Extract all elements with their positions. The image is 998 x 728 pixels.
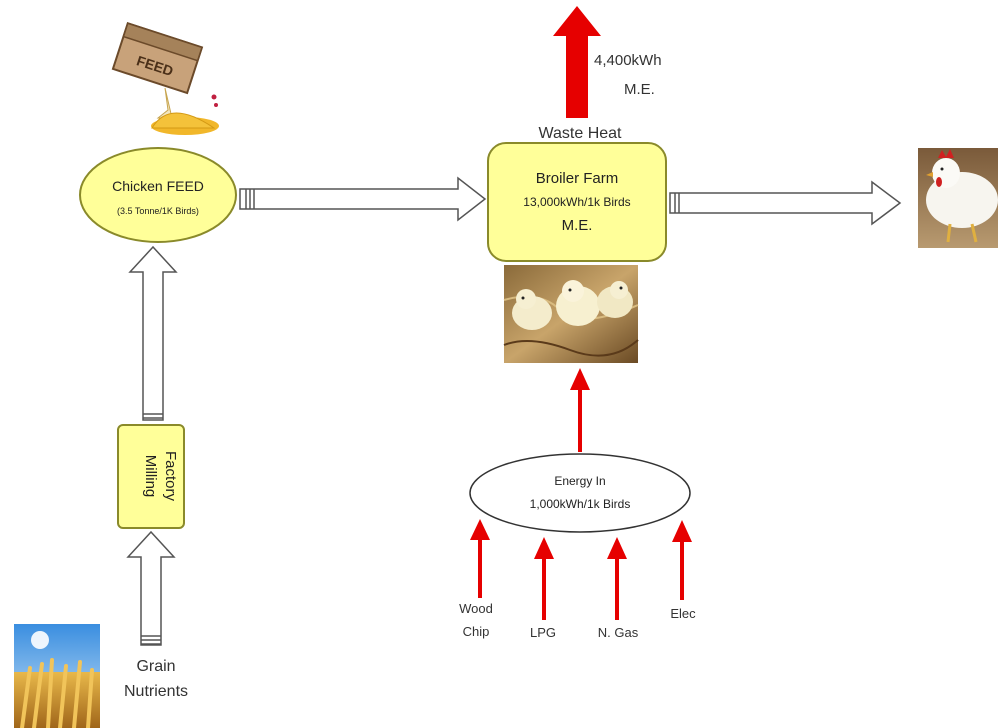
broiler-farm-box xyxy=(487,142,667,262)
chicken-feed-ellipse xyxy=(79,147,237,243)
source-label-wood: Wood xyxy=(459,601,493,616)
lpg-arrow xyxy=(534,537,554,620)
energy-in-value: 1,000kWh/1k Birds xyxy=(530,497,631,511)
chicken-feed-subtitle: (3.5 Tonne/1K Birds) xyxy=(117,206,199,216)
broiler-farm-title: Broiler Farm xyxy=(536,170,619,187)
electricity-arrow xyxy=(672,520,692,600)
waste-heat-label: Waste Heat xyxy=(539,125,623,142)
hollow-arrow-feed-to-farm xyxy=(239,176,487,222)
grain-label-1: Grain xyxy=(136,658,175,675)
milling-factory-node: Milling Factory xyxy=(117,424,185,529)
chicken-image xyxy=(918,148,998,248)
broiler-farm-node: Broiler Farm 13,000kWh/1k Birds M.E. xyxy=(487,142,667,262)
chicken-feed-title: Chicken FEED xyxy=(112,178,204,194)
energy-in-ellipse xyxy=(469,453,691,533)
source-label-ngas: N. Gas xyxy=(598,625,639,640)
hollow-arrow-farm-to-chicken xyxy=(669,180,902,226)
natural-gas-arrow xyxy=(607,537,627,620)
hollow-arrow-grain-to-milling xyxy=(126,530,176,646)
broiler-farm-energy: 13,000kWh/1k Birds xyxy=(523,195,630,209)
wood-chip-arrow xyxy=(470,519,490,598)
waste-heat-value-line2: M.E. xyxy=(624,81,655,98)
source-label-chip: Chip xyxy=(463,624,490,639)
waste-heat-arrow xyxy=(553,6,601,118)
source-label-elec: Elec xyxy=(670,606,696,621)
chicks-image xyxy=(503,265,639,363)
milling-factory-label-2: Factory xyxy=(162,451,179,502)
energy-in-node: Energy In 1,000kWh/1k Birds xyxy=(469,453,691,533)
milling-factory-box xyxy=(117,424,185,529)
energy-in-title: Energy In xyxy=(554,474,605,488)
hollow-arrow-milling-to-feed xyxy=(128,245,178,421)
energy-in-to-farm-arrow xyxy=(570,368,590,452)
energy-source-arrows xyxy=(470,519,692,620)
chicken-feed-node: Chicken FEED (3.5 Tonne/1K Birds) xyxy=(79,147,237,243)
source-label-lpg: LPG xyxy=(530,625,556,640)
milling-factory-label-1: Milling xyxy=(142,455,159,498)
broiler-farm-me: M.E. xyxy=(562,217,593,234)
feed-bag-image: FEED xyxy=(111,21,219,135)
grain-label-2: Nutrients xyxy=(124,683,188,700)
wheat-field-image xyxy=(14,624,100,728)
waste-heat-value-line1: 4,400kWh xyxy=(594,52,662,69)
